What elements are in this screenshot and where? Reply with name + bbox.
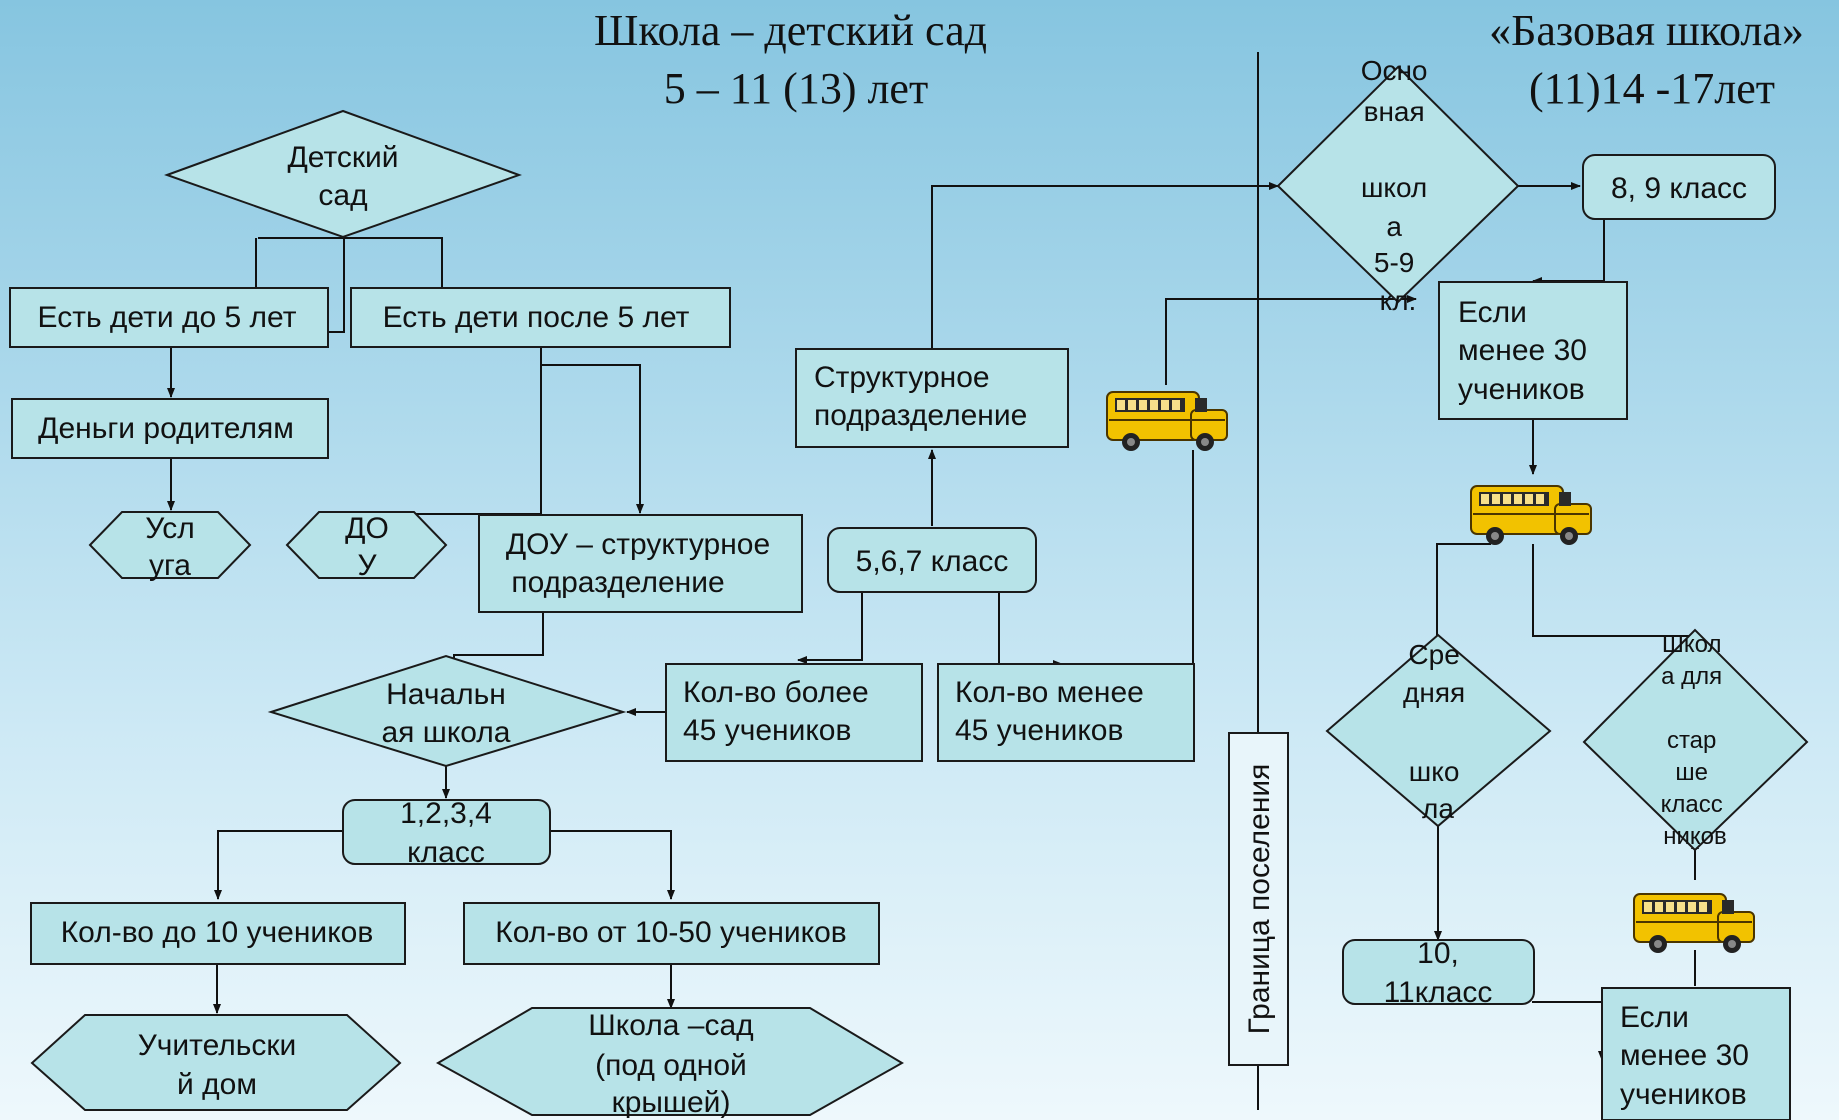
- senior-school-diamond: Школ а для стар ше класс ников: [1582, 628, 1809, 852]
- svg-text:Есть дети до 5 лет: Есть дети до 5 лет: [38, 301, 297, 334]
- svg-text:Граница поселения: Граница поселения: [1243, 764, 1276, 1035]
- box-10-50: Кол-во от 10-50 учеников: [463, 902, 880, 965]
- svg-text:ДОУ: ДОУ: [345, 512, 389, 582]
- box-children-under5: Есть дети до 5 лет: [9, 287, 329, 348]
- secondary-school-diamond: Сре дняя шко ла: [1325, 633, 1552, 828]
- svg-text:8, 9 класс: 8, 9 класс: [1611, 172, 1747, 205]
- box-grades-8-9: 8, 9 класс: [1582, 154, 1776, 220]
- svg-text:5,6,7 класс: 5,6,7 класс: [856, 545, 1009, 578]
- school-bus-icon: [1633, 893, 1755, 954]
- basic-school-diamond: Осно вная школ а 5-9 кл.: [1276, 55, 1520, 316]
- box-children-over5: Есть дети после 5 лет: [350, 287, 731, 348]
- svg-text:Есть дети после 5 лет: Есть дети после 5 лет: [383, 301, 690, 334]
- svg-text:10,11класс: 10,11класс: [1384, 937, 1493, 1009]
- settlement-border-label: Граница поселения: [1228, 732, 1289, 1066]
- svg-text:Кол-во от 10-50 учеников: Кол-во от 10-50 учеников: [495, 916, 847, 949]
- svg-text:Школ а для: Школ а для стар ше класс ников: [1661, 631, 1730, 850]
- svg-text:Деньги родителям: Деньги родителям: [38, 412, 294, 445]
- box-grades-5-7: 5,6,7 класс: [827, 527, 1037, 593]
- svg-text:Осно вная ш: Осно вная школ а 5-9 кл.: [1361, 55, 1436, 316]
- right-title: «Базовая школа» (11)14 -17лет: [1489, 6, 1815, 113]
- school-bus-icon: [1470, 485, 1592, 546]
- school-bus-icon: [1106, 391, 1228, 452]
- box-money-parents: Деньги родителям: [11, 398, 329, 459]
- left-title: Школа – детский сад 5 – 11 (13) лет: [594, 6, 998, 113]
- box-up-to-10: Кол-во до 10 учеников: [30, 902, 406, 965]
- box-grades-10-11: 10,11класс: [1342, 937, 1535, 1009]
- svg-text:Кол-во до 10 учеников: Кол-во до 10 учеников: [61, 916, 374, 949]
- svg-text:Сре дняя шк: Сре дняя шко ла: [1403, 639, 1473, 824]
